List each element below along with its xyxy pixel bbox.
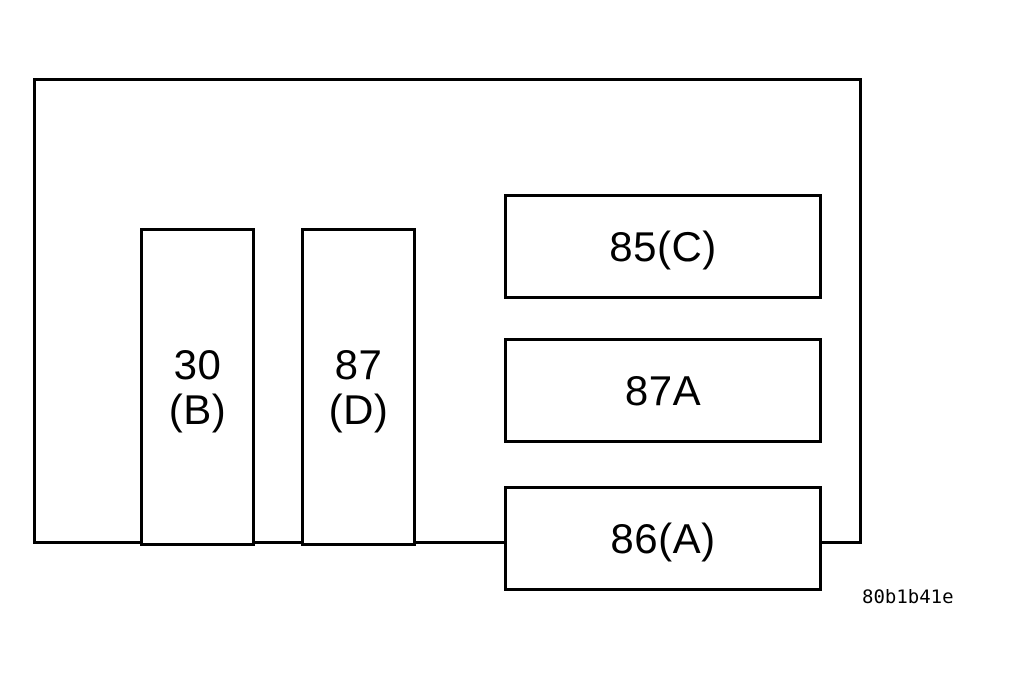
terminal-86-a: 86(A) xyxy=(504,486,822,591)
terminal-85-c-label: 85(C) xyxy=(609,222,717,270)
terminal-30-b: 30 (B) xyxy=(140,228,255,546)
terminal-87a: 87A xyxy=(504,338,822,443)
terminal-87-d-label: 87 (D) xyxy=(328,340,389,433)
relay-body-outline: 30 (B) 87 (D) 85(C) 87A 86(A) xyxy=(33,78,862,591)
terminal-86-a-label: 86(A) xyxy=(610,514,716,562)
terminal-87a-label: 87A xyxy=(624,366,702,414)
terminal-30-b-label: 30 (B) xyxy=(168,340,227,433)
figure-identifier: 80b1b41e xyxy=(862,586,954,608)
terminal-87-d: 87 (D) xyxy=(301,228,416,546)
terminal-85-c: 85(C) xyxy=(504,194,822,299)
